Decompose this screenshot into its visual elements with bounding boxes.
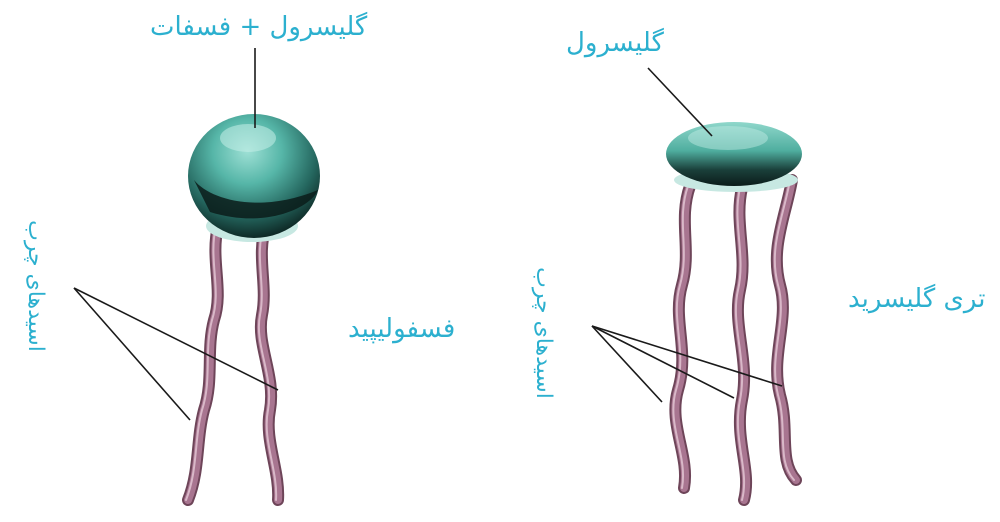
triglyceride-tails-label: اسیدهای چرب bbox=[532, 258, 554, 408]
phospholipid-head-label: گلیسرول + فسفات bbox=[150, 14, 367, 40]
phospholipid-molecule bbox=[74, 48, 320, 500]
phospholipid-tails-label: اسیدهای چرب bbox=[24, 211, 46, 361]
triglyceride-head-label: گلیسرول bbox=[566, 30, 664, 56]
triglyceride-molecule bbox=[592, 68, 802, 500]
triglyceride-name-label: تری گلیسرید bbox=[848, 286, 985, 312]
phospholipid-head bbox=[188, 114, 320, 242]
triglyceride-head-leader bbox=[648, 68, 712, 136]
phospholipid-name-label: فسفولیپید bbox=[348, 316, 455, 342]
phospholipid-tails-leader-2 bbox=[74, 288, 278, 390]
triglyceride-head bbox=[666, 122, 802, 192]
phospholipid-tails bbox=[186, 226, 278, 500]
triglyceride-tails bbox=[673, 180, 796, 500]
phospholipid-tails-leader-1 bbox=[74, 288, 190, 420]
triglyceride-tails-leader-2 bbox=[592, 326, 734, 398]
